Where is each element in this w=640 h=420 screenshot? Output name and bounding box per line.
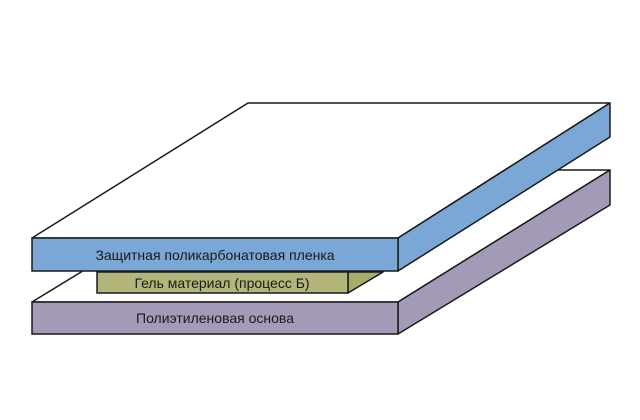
top-layer: Защитная поликарбонатовая пленка — [31, 102, 611, 272]
middle-layer-label: Гель материал (процесс Б) — [134, 275, 309, 291]
bottom-layer-label: Полиэтиленовая основа — [136, 310, 294, 326]
top-layer-label: Защитная поликарбонатовая пленка — [95, 247, 334, 263]
bottom-layer-front-face — [31, 301, 399, 335]
middle-layer-front-face — [96, 271, 349, 294]
middle-layer: Гель материал (процесс Б) — [96, 271, 384, 294]
top-layer-front-face — [31, 237, 399, 272]
